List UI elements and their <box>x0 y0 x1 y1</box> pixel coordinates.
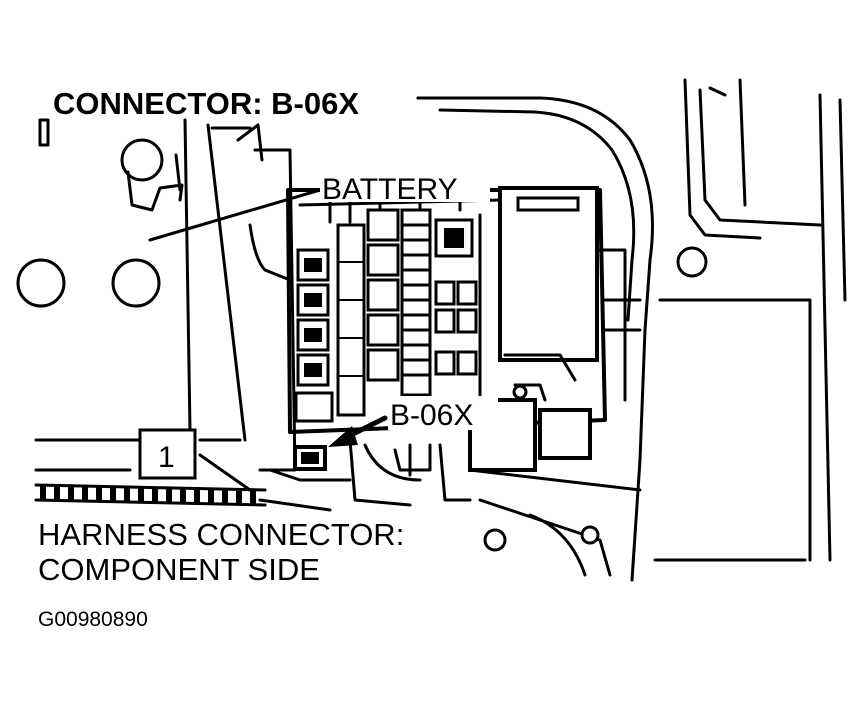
number-callout-box <box>138 428 197 480</box>
battery-label-bg <box>320 170 490 202</box>
battery-label: BATTERY <box>322 173 458 206</box>
ribbed-hose <box>40 486 256 504</box>
fuse-strip <box>400 208 432 397</box>
b06x-label-bg <box>388 396 498 430</box>
battery-leader-line <box>148 188 322 242</box>
b06x-label: B-06X <box>390 399 473 432</box>
fuse-relay-box <box>236 123 642 577</box>
mount-hole-left <box>16 258 66 308</box>
battery-terminal-cover <box>498 186 599 362</box>
relay-column <box>366 208 400 382</box>
fuse-column-left <box>294 248 334 423</box>
mini-fuse-grid <box>434 213 482 402</box>
mount-hole-right <box>111 258 161 308</box>
figure-id: G00980890 <box>38 608 148 631</box>
diagram-title: CONNECTOR: B-06X <box>53 86 359 121</box>
fuse-column-mid <box>336 223 366 417</box>
number-callout: 1 <box>158 441 175 474</box>
lower-connector-block <box>468 383 642 577</box>
right-panel-hole <box>676 246 708 278</box>
bolt-icon <box>120 138 164 182</box>
caption-line-1: HARNESS CONNECTOR: <box>38 517 404 552</box>
engine-bay-linework <box>16 78 847 582</box>
caption-line-2: COMPONENT SIDE <box>38 552 320 587</box>
caption-bg <box>36 515 476 590</box>
b06x-arrow <box>328 415 388 447</box>
